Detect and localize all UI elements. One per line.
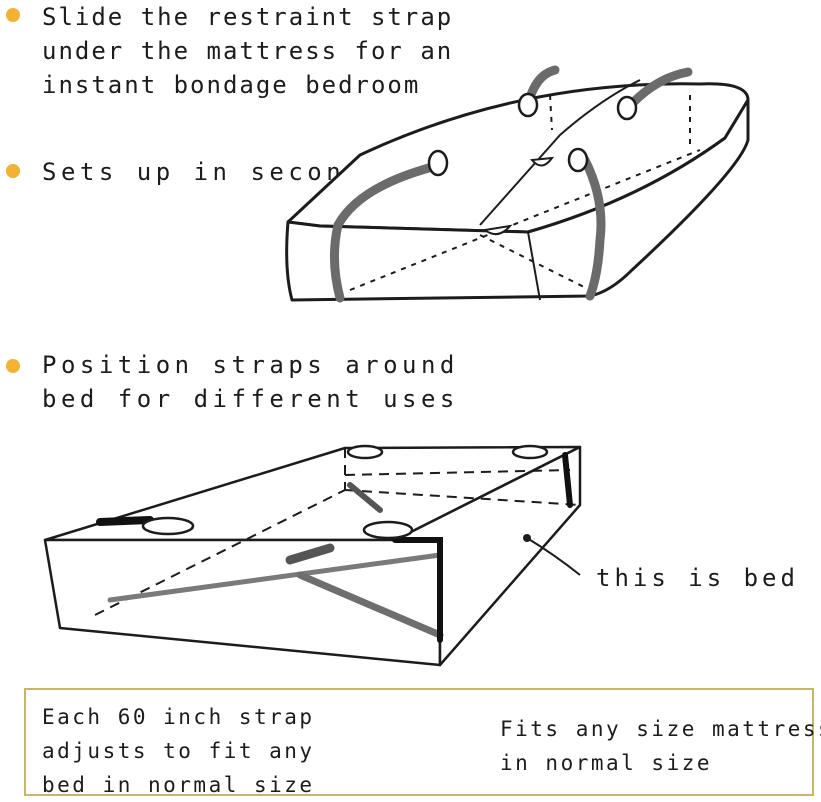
feature-3-line-1: Position straps around bbox=[42, 351, 459, 379]
strap-rope-right bbox=[580, 155, 606, 301]
strap-rope-left bbox=[329, 160, 445, 303]
feature-1-line-2: under the mattress for an bbox=[42, 37, 454, 65]
feature-1-line-1: Slide the restraint strap bbox=[42, 3, 454, 31]
feature-2-line-1: Sets up in seconds bbox=[42, 158, 384, 186]
callout-line bbox=[526, 537, 581, 576]
note-left: Each 60 inch strap adjusts to fit any be… bbox=[42, 700, 315, 802]
strap-buckle-1 bbox=[482, 224, 513, 236]
feature-text-3: Position straps around bed for different… bbox=[42, 348, 459, 416]
bed-front-face bbox=[43, 538, 442, 667]
strap-buckle-2 bbox=[530, 156, 555, 167]
bed-rings bbox=[141, 444, 549, 540]
bed-straps bbox=[96, 452, 573, 643]
note-right-line-1: Fits any size mattress bbox=[500, 717, 821, 741]
feature-text-2: Sets up in seconds bbox=[42, 155, 383, 189]
bullet-dot-1 bbox=[6, 8, 20, 22]
note-left-line-3: bed in normal size bbox=[42, 773, 315, 797]
strap-ropes bbox=[329, 65, 693, 303]
hidden-edges bbox=[349, 94, 701, 291]
note-left-line-1: Each 60 inch strap bbox=[42, 705, 315, 729]
mattress-seam bbox=[479, 79, 641, 226]
feature-3-line-2: bed for different uses bbox=[42, 385, 459, 413]
mattress-edge bbox=[527, 231, 541, 301]
bullet-dot-2 bbox=[6, 164, 20, 178]
note-left-line-2: adjusts to fit any bbox=[42, 739, 315, 763]
info-box bbox=[24, 688, 814, 796]
bed-hidden-edges bbox=[94, 448, 581, 616]
bed-label: this is bed bbox=[596, 564, 799, 592]
note-right: Fits any size mattress in normal size bbox=[500, 712, 821, 780]
feature-text-1: Slide the restraint strap under the matt… bbox=[42, 0, 453, 102]
strap-rings bbox=[427, 92, 638, 177]
note-right-line-2: in normal size bbox=[500, 751, 713, 775]
mattress-front bbox=[285, 98, 750, 302]
bullet-dot-3 bbox=[6, 359, 20, 373]
feature-1-line-3: instant bondage bedroom bbox=[42, 71, 421, 99]
mattress-drawing bbox=[285, 79, 750, 302]
